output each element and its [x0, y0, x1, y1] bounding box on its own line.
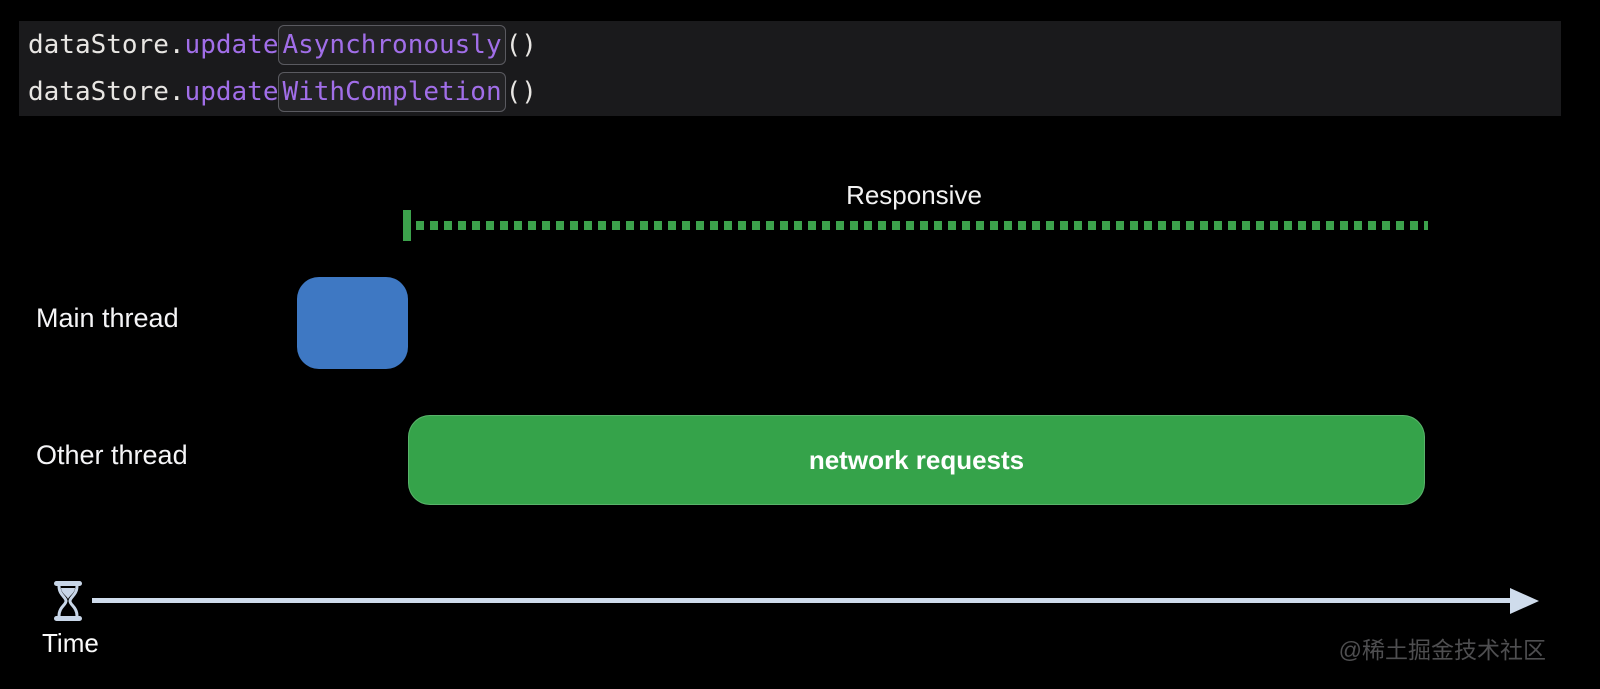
main-thread-work-block: [297, 277, 408, 369]
code-token-box: Asynchronously: [278, 25, 506, 65]
code-object: dataStore.: [28, 77, 185, 107]
watermark: @稀土掘金技术社区: [1338, 637, 1546, 663]
code-method-prefix: update: [184, 77, 279, 107]
code-suffix: (): [505, 77, 537, 107]
network-requests-bar: network requests: [408, 415, 1425, 505]
network-requests-label: network requests: [808, 444, 1025, 475]
time-axis-line: [92, 598, 1512, 603]
dashed-line: [416, 221, 1428, 230]
responsive-duration-line: [403, 210, 1428, 242]
other-thread-label: Other thread: [36, 440, 188, 470]
hourglass-icon: [54, 581, 82, 621]
time-label: Time: [42, 628, 99, 658]
code-object: dataStore.: [28, 30, 185, 60]
main-thread-label: Main thread: [36, 303, 179, 333]
line-start-tick: [403, 210, 411, 241]
time-axis-arrowhead: [1510, 588, 1539, 614]
code-token-box: WithCompletion: [278, 72, 506, 112]
code-suffix: (): [505, 30, 537, 60]
responsive-label: Responsive: [846, 180, 982, 210]
code-method-prefix: update: [184, 30, 279, 60]
